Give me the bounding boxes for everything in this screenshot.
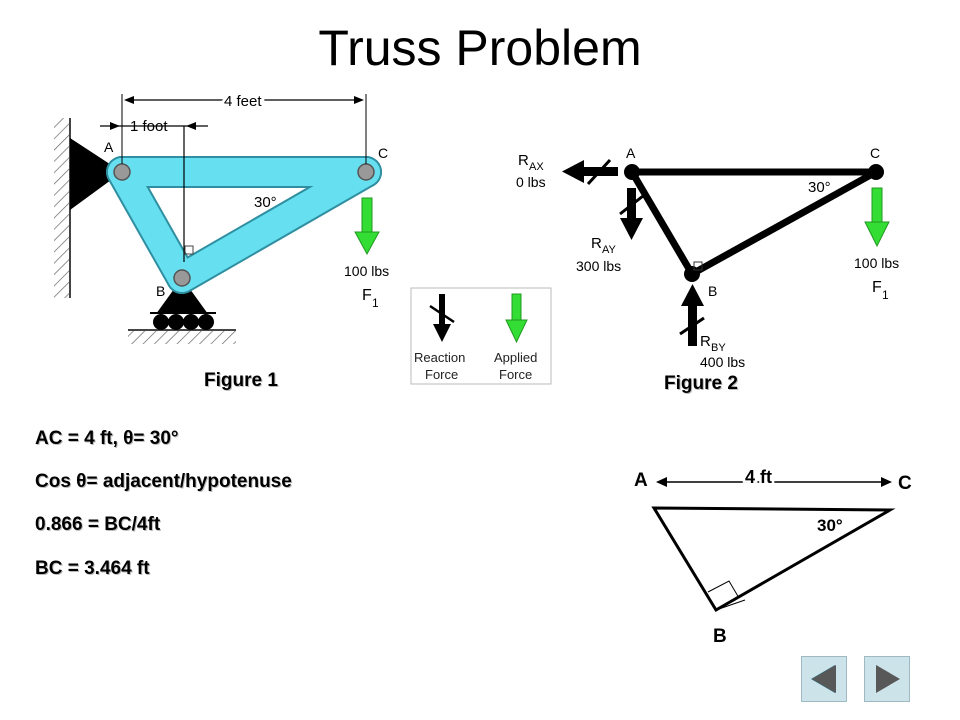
triangle-label-b: B [713,626,727,647]
fig2-load-value: 100 lbs [854,255,899,271]
pin-support-a [70,138,122,210]
calc-line: BC = 3.464 ft [35,558,150,579]
pin-c [357,163,375,181]
triangle-length: 4 ft [745,467,772,487]
fig2-member-ab [628,170,696,276]
fig1-load-value: 100 lbs [344,263,389,279]
triangle-right-angle-mark [707,580,740,599]
fig1-label-c: C [378,145,388,161]
roller [168,314,184,330]
pin-a [113,163,131,181]
fig2-ray-name: R [591,235,602,252]
fig2-load-sub: 1 [882,288,889,302]
fig2-angle: 30° [808,179,831,196]
force-legend: Reaction Force Applied Force [410,287,552,385]
fig1-dim-total: 4 feet [224,93,262,110]
fig2-ray-sub: AY [602,244,617,256]
applied-force-icon [505,293,528,344]
rby-arrow [679,284,705,346]
fig1-label-b: B [156,283,165,299]
fig2-label-c: C [870,145,880,161]
fig1-angle: 30° [254,194,277,211]
calc-line: Cos θ= adjacent/hypotenuse [35,471,292,492]
legend-applied-line2: Force [499,367,532,382]
truss-members [106,156,382,294]
fig2-member-bc [690,168,878,278]
fig2-rax-sub: AX [529,161,544,173]
fig2-label-a: A [626,145,636,161]
pin-b [173,269,191,287]
fig2-applied-force-arrow [864,187,890,248]
fig2-rby-value: 400 lbs [700,354,745,370]
roller-support-b [156,278,208,314]
roller [183,314,199,330]
legend-reaction-line1: Reaction [414,350,465,365]
fig1-load-sub: 1 [372,296,379,310]
fig2-rax-name: R [518,152,529,169]
figure2-caption: Figure 2 [664,373,738,394]
fig2-rby-sub: BY [711,342,726,354]
calc-line: AC = 4 ft, θ= 30° [35,428,179,449]
triangle-outline [651,506,896,613]
calc-line: 0.866 = BC/4ft [35,514,161,535]
triangle-left-icon [811,665,836,693]
geometry-triangle: 4 ft A C B 30° [634,465,912,648]
roller [153,314,169,330]
fig2-rby-name: R [700,333,711,350]
triangle-label-a: A [634,470,648,491]
fig1-dim-offset: 1 foot [130,118,168,135]
reaction-force-icon [429,294,455,342]
figure2-diagram: A C B 30° R AX 0 lbs R AY 300 lbs R BY 4… [516,145,899,370]
legend-applied-line1: Applied [494,350,537,365]
triangle-right-icon [876,665,900,693]
fig1-label-a: A [104,139,114,155]
fig1-applied-force-arrow [354,197,380,256]
ray-arrow [619,188,644,240]
figure1-caption: Figure 1 [204,370,278,391]
next-slide-button[interactable] [864,656,910,702]
legend-reaction-line2: Force [425,367,458,382]
triangle-angle: 30° [817,516,843,535]
fig2-rax-value: 0 lbs [516,174,546,190]
right-angle-mark [184,245,194,255]
previous-slide-button[interactable] [801,656,847,702]
triangle-label-c: C [898,473,912,494]
roller [198,314,214,330]
ground-hatch [128,330,236,344]
fig2-load-name: F [872,279,882,296]
wall-hatch [54,118,70,298]
slide-title: Truss Problem [318,20,642,76]
fig2-ray-value: 300 lbs [576,258,621,274]
rax-arrow [562,158,618,186]
fig2-label-b: B [708,283,717,299]
fig1-load-name: F [362,287,372,304]
